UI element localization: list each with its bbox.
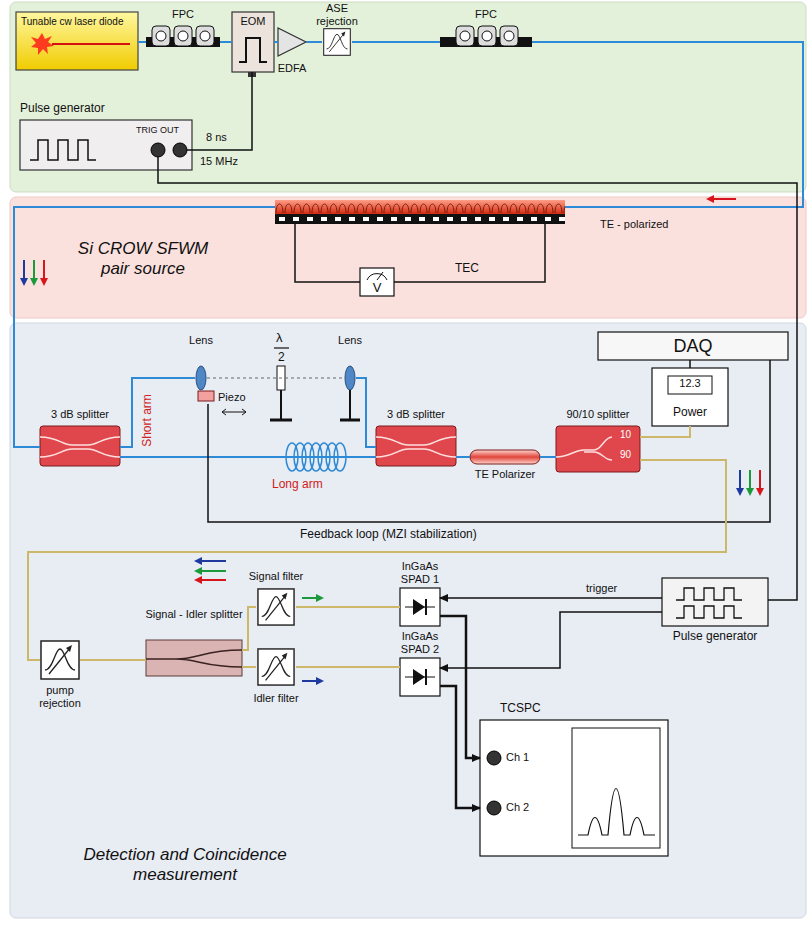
node-text: V	[360, 280, 394, 295]
node-text: EDFA	[273, 62, 311, 75]
connector	[207, 377, 344, 378]
node-text: Piezo	[218, 390, 246, 404]
filter-box: Idler filter	[256, 648, 296, 706]
polarizer: TE Polarizer	[470, 450, 540, 464]
node-text: EOM	[232, 15, 274, 28]
detector-box: InGaAs SPAD 2	[400, 630, 440, 696]
connector	[242, 666, 256, 668]
connector	[192, 72, 252, 150]
connector	[138, 41, 146, 43]
part-label: Long arm	[272, 478, 323, 491]
part-label: TE - polarized	[600, 218, 668, 231]
voltmeter: V	[360, 268, 394, 296]
connector	[689, 360, 691, 368]
connector	[242, 607, 256, 650]
part-label: Short arm	[141, 386, 154, 456]
node-text: FPC	[440, 8, 532, 21]
splitter-box: 90/10 splitter 10 90	[556, 408, 640, 472]
splitter-box: 3 dB splitter	[40, 408, 120, 466]
power-meter: 12.3Power	[652, 368, 728, 426]
node-text: TE Polarizer	[465, 468, 545, 481]
node-text: FPC	[146, 8, 220, 21]
connector	[158, 172, 797, 600]
splitter-box: 3 dB splitter	[376, 408, 456, 466]
connector	[296, 606, 400, 608]
lens: Lens	[195, 334, 207, 392]
node-text: Pulse generator	[662, 630, 768, 643]
connector	[540, 456, 556, 458]
part-label: 8 ns	[206, 131, 227, 144]
filter-box: ASE rejection	[322, 2, 352, 56]
node-text: TCSPC	[500, 702, 541, 715]
tcspc-box: TCSPC Ch 1 Ch 2	[480, 702, 668, 856]
node-text: ASE rejection	[304, 2, 370, 28]
node-text: Detection and Coincidence measurement	[60, 845, 310, 885]
edge-label: Feedback loop (MZI stabilization)	[300, 528, 477, 541]
node-text: Power	[652, 406, 728, 419]
node-text: Si CROW SFWM pair source	[68, 239, 218, 279]
node-text: 12.3	[668, 377, 712, 390]
node-text: DAQ	[598, 336, 788, 356]
node-text: Tunable cw laser diode	[21, 15, 133, 28]
part-label: 2	[278, 351, 285, 364]
piezo: Piezo	[198, 390, 250, 404]
eom-box: EOM	[232, 12, 274, 72]
node-text: Ch 2	[506, 801, 529, 814]
connector	[640, 426, 690, 437]
node-text: InGaAs SPAD 2	[390, 630, 450, 656]
edge-label: trigger	[586, 582, 617, 595]
source-band: Si CROW SFWM pair sourceTECV	[10, 197, 806, 318]
node-text: Pulse generator	[20, 102, 105, 115]
detector-box: InGaAs SPAD 1	[400, 560, 440, 626]
connector	[352, 41, 440, 43]
connector	[440, 686, 480, 808]
laser-box: Tunable cw laser diode	[16, 12, 138, 70]
pulse-generator: Pulse generatorTRIG OUT	[20, 102, 192, 172]
connector	[120, 378, 195, 447]
node-text: pump rejection	[30, 684, 90, 710]
connector	[274, 41, 278, 43]
connector	[120, 456, 376, 458]
splitter-box: Signal - Idler splitter	[146, 608, 242, 676]
node-text: Lens	[183, 334, 219, 347]
node-text: Ch 1	[506, 751, 529, 764]
node-text: Idler filter	[236, 692, 316, 705]
daq-box: DAQ	[598, 332, 788, 360]
node-text: Signal filter	[236, 570, 316, 583]
connector	[456, 456, 470, 458]
connector	[28, 460, 726, 660]
filter-box: pump rejection	[40, 640, 80, 710]
part-label: λ	[276, 331, 283, 344]
fpc-label: FPC	[440, 8, 532, 48]
part-label: 15 MHz	[200, 155, 238, 168]
node-text: 10	[620, 428, 631, 441]
connector	[80, 659, 146, 661]
connector	[440, 612, 662, 668]
lens: Lens	[344, 334, 356, 392]
node-text: 90	[620, 448, 631, 461]
filter-box: Signal filter	[256, 570, 296, 626]
detection-band: Detection and Coincidence measurement 3 d…	[10, 323, 806, 918]
node-text: TEC	[455, 262, 479, 275]
connector	[356, 378, 376, 447]
node-text: 90/10 splitter	[556, 408, 640, 421]
connector	[440, 597, 662, 599]
connector	[306, 41, 322, 43]
fpc-label: FPC	[146, 8, 220, 48]
node-text: Lens	[332, 334, 368, 347]
node-text: 3 dB splitter	[36, 408, 124, 421]
pulse-generator: Pulse generator	[662, 578, 768, 646]
connector	[296, 666, 400, 668]
node-text: InGaAs SPAD 1	[390, 560, 450, 586]
edfa-amplifier: EDFA	[278, 28, 306, 78]
node-text: Signal - Idler splitter	[140, 608, 248, 621]
node-text: 3 dB splitter	[372, 408, 460, 421]
connector	[220, 41, 232, 43]
connector	[208, 360, 770, 522]
crow-chip: TEC	[275, 200, 565, 224]
node-text: TRIG OUT	[136, 124, 179, 137]
